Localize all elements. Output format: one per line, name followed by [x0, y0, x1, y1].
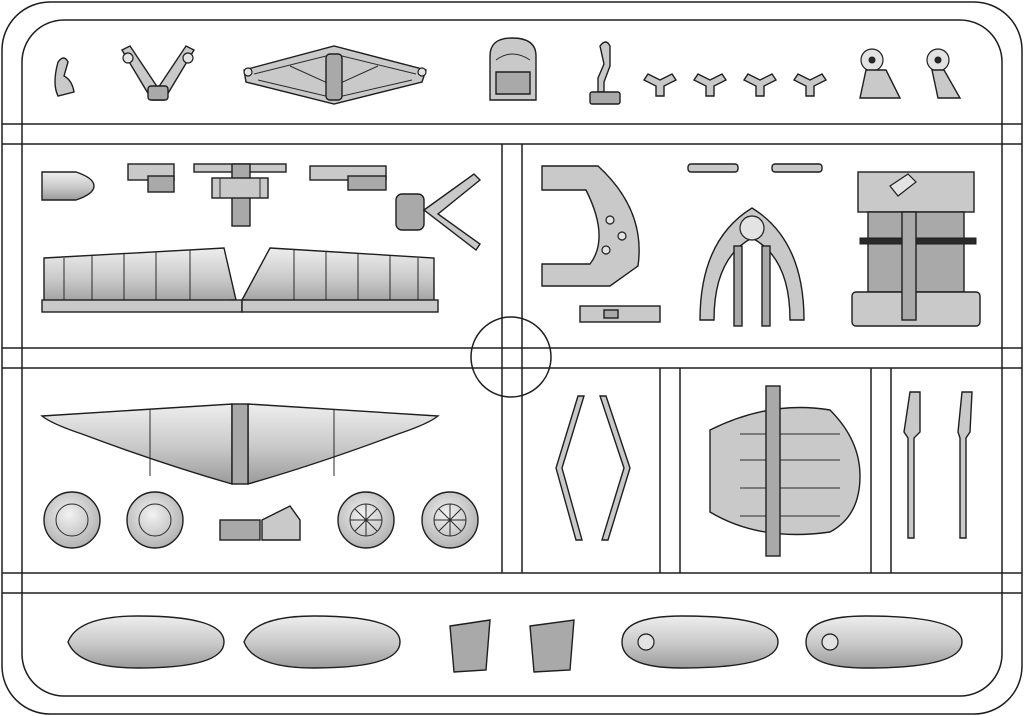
spoked-wheel-2: [421, 491, 479, 549]
cowling-half-1: [621, 615, 779, 669]
small-lever-part: [54, 57, 75, 97]
main-wheel-hub-1: [43, 491, 101, 549]
control-stick: [589, 41, 621, 105]
instrument-box: [127, 163, 175, 193]
horizontal-stabilizer-left: [41, 247, 243, 313]
rod-parts: [687, 163, 823, 173]
engine-mount-truss: [243, 45, 427, 105]
main-wheel-hub-2: [126, 491, 184, 549]
oleo-strut-frame: [395, 173, 482, 252]
gear-mechanism: [193, 163, 287, 227]
fuselage-bottom-panel: [709, 385, 861, 557]
spinner-cone: [41, 171, 95, 201]
v-strut-assembly: [121, 45, 195, 101]
rudder-pedal-parts: [642, 73, 828, 97]
fin-fairing-left: [449, 619, 491, 673]
tail-wheel-fork-left: [859, 48, 902, 99]
fin-fairing-right: [529, 619, 575, 673]
horizontal-stabilizer-right: [240, 247, 439, 313]
main-wing-right: [231, 403, 440, 485]
cowling-half-2: [805, 615, 963, 669]
tail-wheel-fork-right: [926, 48, 962, 99]
sprue-inner-frame: [21, 19, 1003, 697]
pilot-seat: [489, 37, 537, 101]
spoked-wheel-1: [337, 491, 395, 549]
gear-bracket-small: [219, 505, 301, 541]
cockpit-bulkhead: [541, 165, 640, 287]
main-wing-left: [40, 403, 233, 485]
fuselage-frame-arch: [699, 207, 805, 327]
sprue-center-gate: [470, 316, 552, 398]
instrument-panel-strip: [579, 305, 661, 323]
undercarriage-struts: [555, 395, 631, 541]
drop-tank-2: [243, 615, 401, 669]
landing-gear-legs: [903, 391, 973, 539]
engine-block: [851, 171, 981, 327]
drop-tank-1: [67, 615, 225, 669]
bracket-part: [309, 165, 387, 191]
